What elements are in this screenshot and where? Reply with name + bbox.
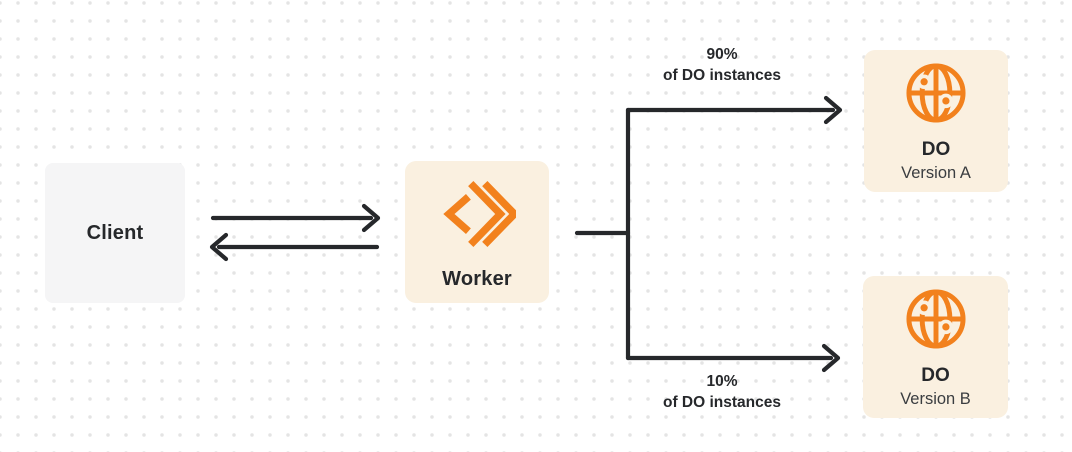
do-a-subtitle: Version A	[901, 163, 971, 182]
client-node: Client	[45, 163, 185, 303]
workers-icon	[443, 180, 516, 248]
globe-icon	[905, 289, 966, 349]
client-to-worker-arrowhead-icon	[361, 203, 381, 233]
route-label-10-percent: 10% of DO instances	[612, 371, 832, 413]
do-version-b-node: DO Version B	[863, 276, 1008, 418]
worker-label: Worker	[442, 268, 512, 290]
worker-node: Worker	[405, 161, 549, 303]
branch-to-do-b-arrowhead-icon	[821, 343, 841, 373]
worker-to-client-arrowhead-icon	[209, 232, 229, 262]
route-10-percent-value: 10%	[706, 373, 738, 390]
route-90-percent-caption: of DO instances	[663, 67, 781, 84]
do-a-title: DO	[921, 139, 951, 160]
do-b-subtitle: Version B	[900, 389, 971, 408]
do-b-title: DO	[921, 365, 950, 386]
globe-icon	[906, 63, 966, 123]
route-90-percent-value: 90%	[706, 46, 738, 63]
client-label: Client	[86, 221, 144, 244]
route-label-90-percent: 90% of DO instances	[612, 44, 832, 86]
route-10-percent-caption: of DO instances	[663, 394, 781, 411]
do-version-a-node: DO Version A	[864, 50, 1008, 192]
branch-to-do-a-arrowhead-icon	[823, 95, 843, 125]
